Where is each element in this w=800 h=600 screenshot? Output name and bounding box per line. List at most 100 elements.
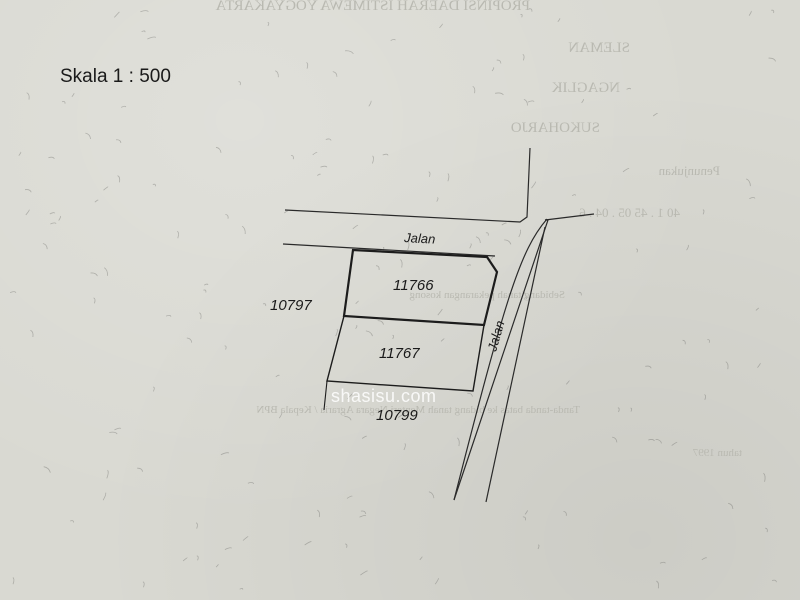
paper-fiber: [215, 564, 219, 568]
paper-fiber: [140, 10, 149, 13]
road-vertical-left: [453, 219, 549, 501]
bleed-line-2: SLEMAN: [568, 40, 630, 56]
bleed-line-8: Tanda-tanda batas ke bidang tanah Menter…: [256, 404, 580, 416]
paper-fiber: [94, 199, 99, 203]
paper-fiber: [704, 394, 706, 400]
road-east-edge: [544, 213, 595, 221]
paper-fiber: [360, 510, 367, 515]
paper-fiber: [522, 516, 527, 521]
paper-fiber: [355, 325, 358, 329]
paper-fiber: [472, 85, 476, 94]
paper-fiber: [707, 339, 710, 343]
paper-fiber: [346, 495, 353, 499]
paper-fiber: [70, 520, 74, 523]
paper-fiber: [114, 11, 120, 18]
paper-fiber: [347, 392, 354, 400]
paper-fiber: [563, 511, 567, 516]
paper-fiber: [61, 101, 66, 104]
paper-fiber: [630, 407, 633, 412]
paper-fiber: [93, 297, 96, 304]
paper-fiber: [106, 469, 109, 479]
paper-fiber: [306, 62, 309, 69]
road-vertical-right: [485, 226, 546, 503]
paper-fiber: [71, 92, 75, 98]
paper-fiber: [504, 239, 512, 245]
paper-fiber: [467, 392, 473, 397]
paper-fiber: [496, 59, 502, 64]
paper-fiber: [238, 81, 241, 86]
paper-fiber: [725, 361, 729, 370]
paper-fiber: [247, 482, 255, 484]
paper-fiber: [466, 264, 471, 267]
paper-fiber: [434, 578, 439, 585]
paper-fiber: [447, 173, 450, 182]
paper-fiber: [365, 330, 373, 337]
paper-fiber: [165, 314, 172, 317]
paper-fiber: [437, 308, 443, 316]
paper-fiber: [537, 544, 540, 550]
paper-fiber: [506, 385, 509, 391]
paper-fiber: [648, 439, 655, 442]
paper-fiber: [485, 232, 489, 236]
paper-fiber: [572, 194, 576, 196]
paper-fiber: [199, 312, 202, 320]
bleed-line-9: tahun 1997: [692, 447, 742, 459]
paper-fiber: [527, 100, 535, 103]
paper-fiber: [320, 165, 328, 168]
paper-fiber: [522, 54, 525, 61]
paper-fiber: [518, 229, 522, 238]
paper-fiber: [755, 307, 759, 311]
paper-fiber: [469, 243, 472, 249]
paper-fiber: [195, 522, 198, 529]
paper-fiber: [50, 222, 57, 225]
paper-fiber: [419, 556, 423, 561]
road-lines: [282, 147, 595, 503]
road-vertical-label: Jalan: [484, 319, 507, 354]
paper-fiber: [241, 225, 246, 235]
paper-fiber: [360, 570, 368, 576]
paper-fiber: [400, 259, 403, 268]
paper-fiber: [224, 345, 227, 350]
paper-fiber: [114, 427, 122, 431]
paper-fiber: [18, 151, 22, 156]
paper-fiber: [26, 92, 30, 100]
paper-fiber: [702, 209, 705, 215]
paper-fiber: [290, 155, 294, 160]
paper-fiber: [655, 439, 662, 444]
paper-fiber: [682, 339, 686, 345]
paper-fiber: [612, 436, 618, 443]
paper-fiber: [9, 291, 17, 293]
road-horizontal-label: Jalan: [403, 230, 436, 247]
paper-fiber: [557, 18, 561, 23]
paper-fiber: [392, 334, 394, 340]
paper-fiber: [332, 71, 338, 77]
paper-fiber: [220, 452, 230, 456]
paper-fiber: [765, 527, 768, 533]
paper-fiber: [523, 99, 528, 106]
paper-fiber: [626, 87, 631, 90]
paper-fiber: [142, 581, 145, 588]
paper-fiber: [622, 167, 630, 173]
paper-fiber: [49, 212, 56, 215]
paper-fiber: [345, 50, 354, 55]
bleed-line-3: NGAGLIK: [552, 80, 620, 96]
parcel-11766-label: 11766: [393, 277, 434, 294]
paper-fiber: [152, 183, 156, 187]
paper-fiber: [275, 70, 279, 78]
paper-texture: [9, 8, 777, 590]
parcel-11767-label: 11767: [379, 345, 420, 362]
paper-fiber: [375, 265, 380, 270]
paper-fiber: [325, 138, 332, 141]
paper-fiber: [239, 588, 244, 590]
paper-fiber: [372, 155, 374, 164]
paper-fiber: [30, 329, 34, 338]
paper-fiber: [771, 9, 775, 14]
paper-fiber: [267, 22, 270, 27]
parcel-10799-label: 10799: [376, 407, 418, 424]
scale-label: Skala 1 : 500: [60, 66, 171, 87]
paper-fiber: [182, 557, 188, 562]
paper-fiber: [489, 255, 495, 261]
paper-fiber: [344, 416, 352, 421]
